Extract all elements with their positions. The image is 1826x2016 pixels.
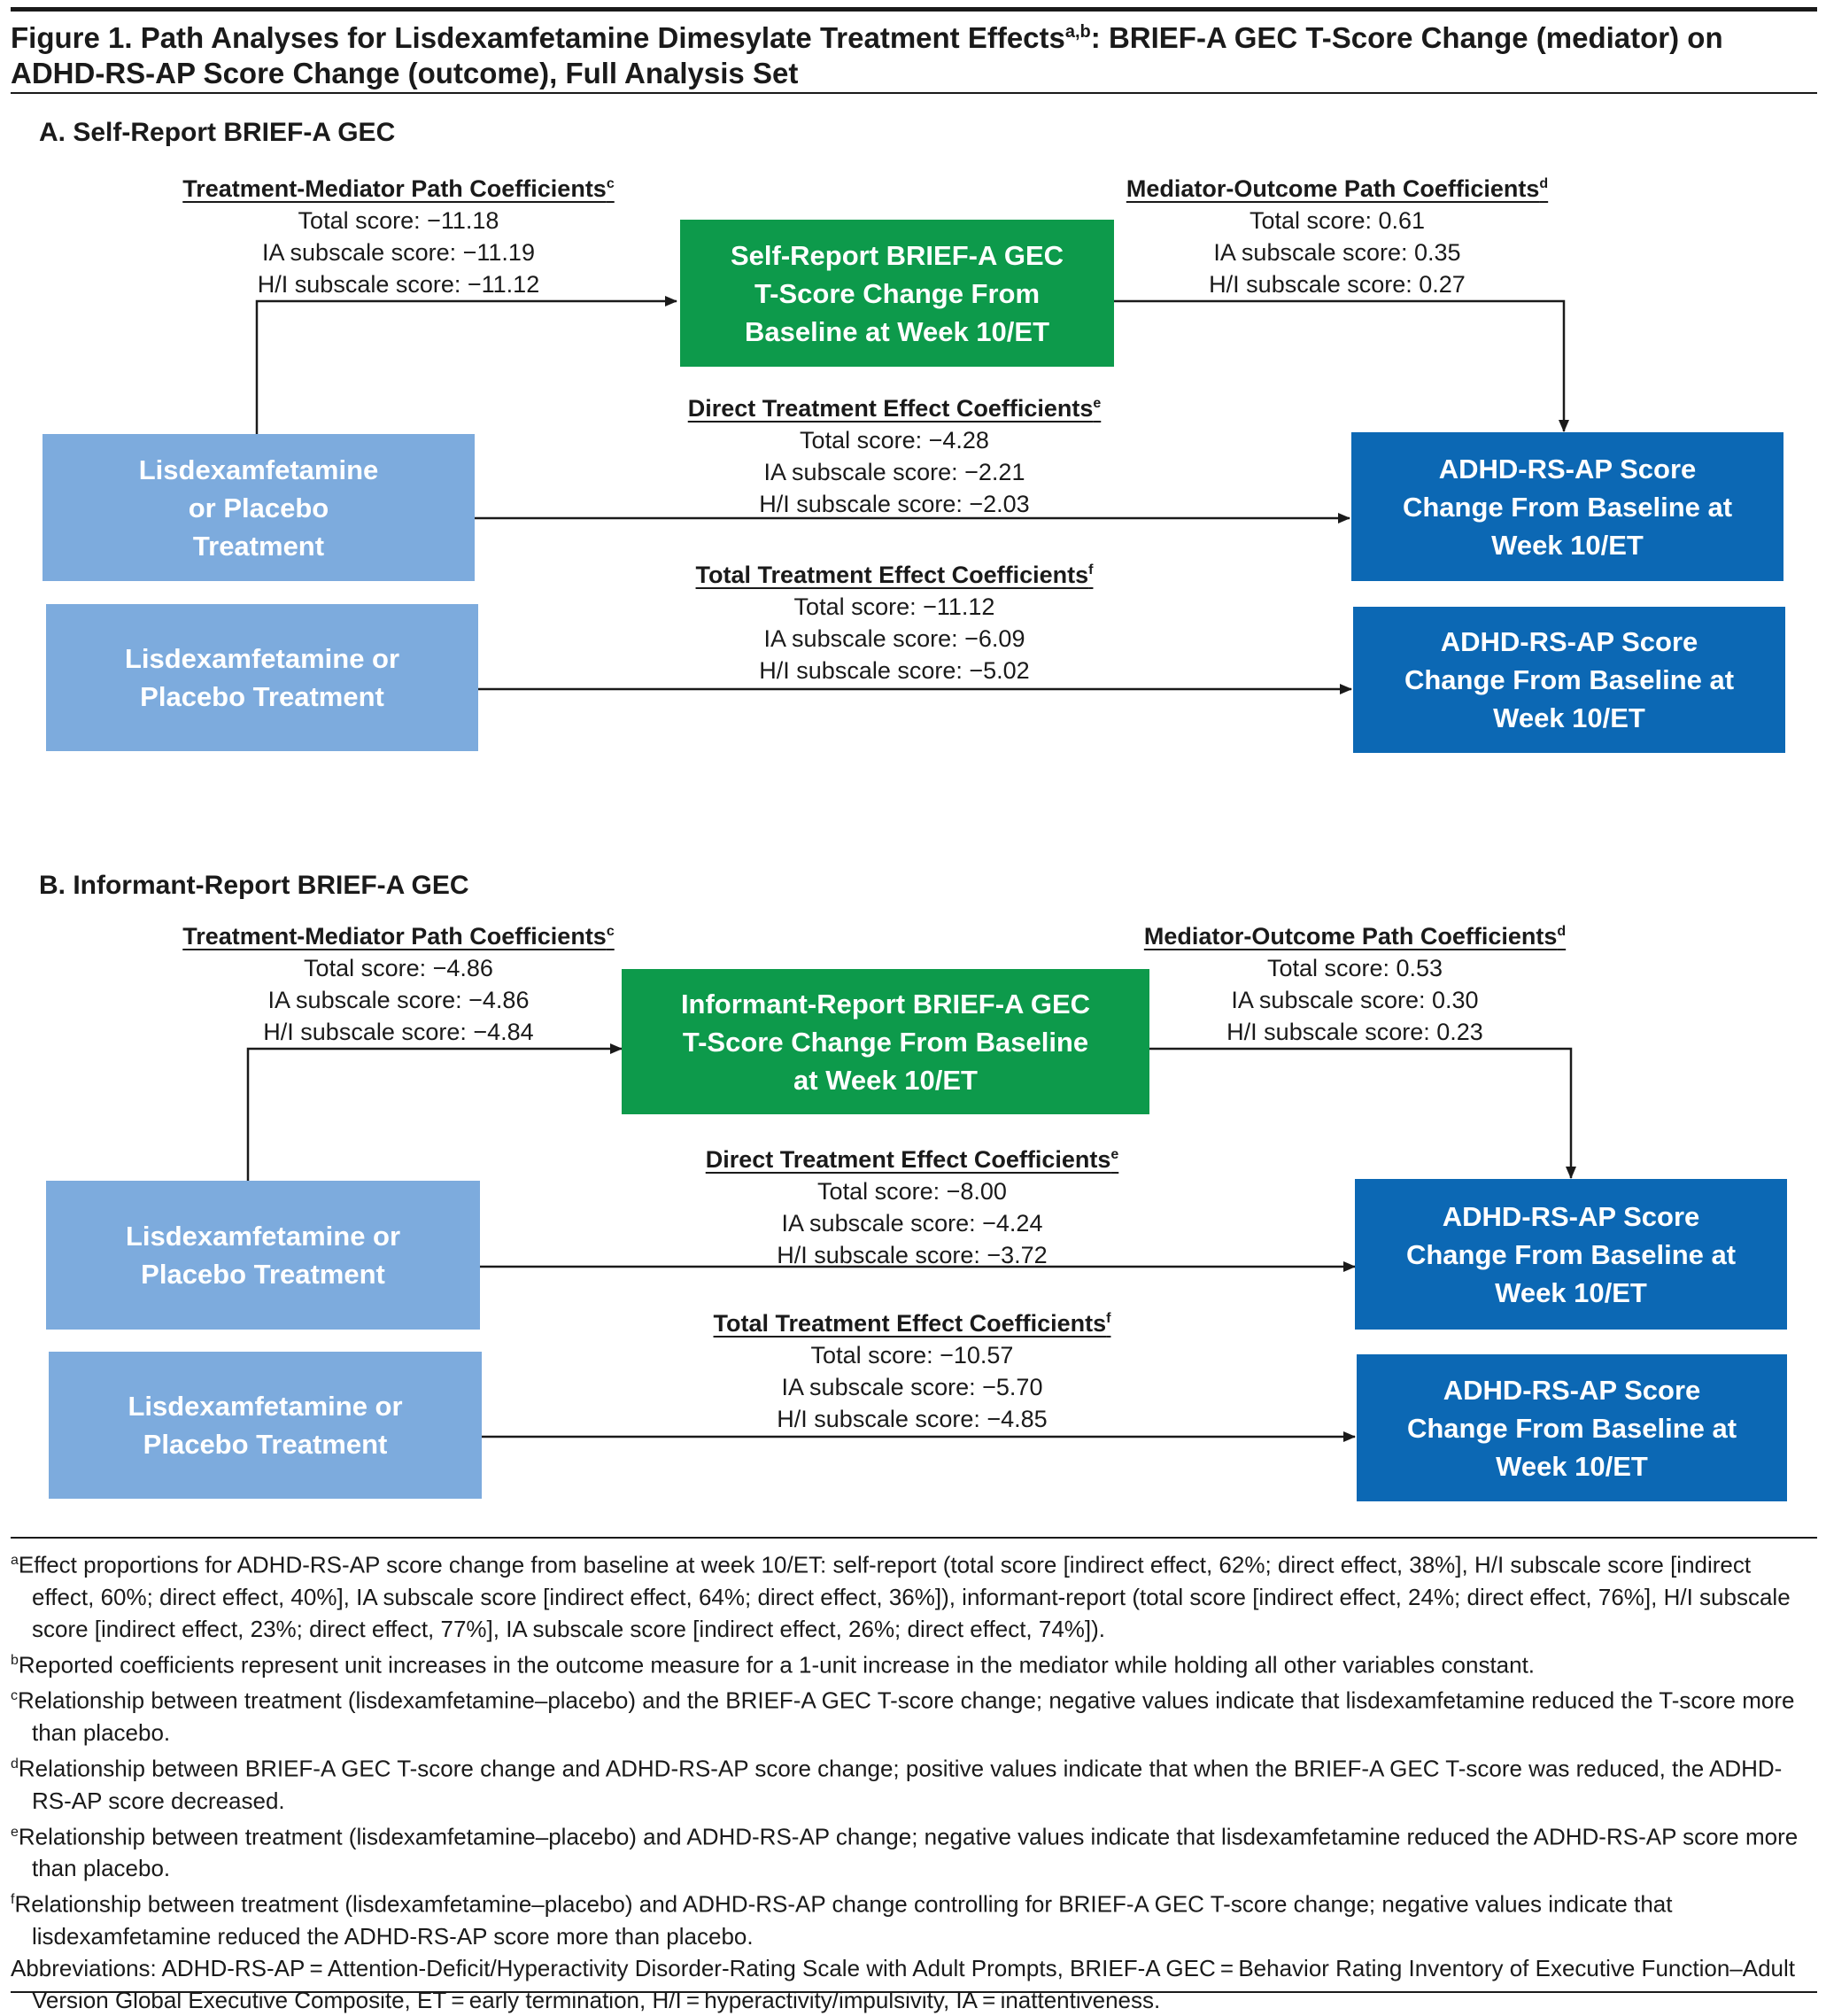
b-mediator-outcome-coefficients: Mediator-Outcome Path Coefficientsd Tota…	[1080, 916, 1629, 1048]
coef-line: Total score: −4.28	[800, 427, 989, 454]
a-direct-effect-coefficients: Direct Treatment Effect Coefficientse To…	[620, 388, 1169, 520]
coef-line: H/I subscale score: −5.02	[759, 657, 1030, 684]
coef-line: H/I subscale score: 0.23	[1226, 1019, 1483, 1045]
coef-line: IA subscale score: −4.24	[781, 1210, 1043, 1237]
coef-line: Total score: −11.18	[298, 207, 499, 234]
title-rule	[11, 92, 1817, 94]
coef-line: Total score: 0.61	[1249, 207, 1426, 234]
a-outcome-box-total: ADHD-RS-AP Score Change From Baseline at…	[1353, 607, 1785, 753]
bottom-rule	[11, 1991, 1817, 1993]
a-mediator-outcome-arrow	[1114, 299, 1569, 432]
coef-heading: Total Treatment Effect Coefficientsf	[695, 562, 1094, 588]
b-treatment-box-direct: Lisdexamfetamine or Placebo Treatment	[46, 1181, 480, 1330]
panel-b-title: B. Informant-Report BRIEF-A GEC	[39, 871, 469, 900]
coef-heading: Direct Treatment Effect Coefficientse	[705, 1146, 1119, 1173]
footnote-b: bReported coefficients represent unit in…	[11, 1651, 1536, 1679]
coef-line: IA subscale score: 0.35	[1213, 239, 1461, 266]
coef-line: IA subscale score: −6.09	[763, 625, 1025, 652]
b-treatment-mediator-arrow	[246, 1043, 623, 1181]
coef-heading: Direct Treatment Effect Coefficientse	[687, 395, 1102, 422]
footnote-f: fRelationship between treatment (lisdexa…	[11, 1890, 1673, 1950]
coef-heading: Total Treatment Effect Coefficientsf	[713, 1310, 1111, 1337]
coef-line: H/I subscale score: −11.12	[257, 271, 540, 298]
footnote-d: dRelationship between BRIEF-A GEC T-scor…	[11, 1755, 1783, 1814]
panel-a-title: A. Self-Report BRIEF-A GEC	[39, 118, 396, 147]
a-outcome-box-direct: ADHD-RS-AP Score Change From Baseline at…	[1351, 432, 1783, 581]
coef-line: Total score: −11.12	[793, 593, 995, 620]
b-total-effect-coefficients: Total Treatment Effect Coefficientsf Tot…	[638, 1303, 1187, 1435]
a-mediator-outcome-coefficients: Mediator-Outcome Path Coefficientsd Tota…	[1063, 168, 1612, 300]
footnote-rule	[11, 1537, 1817, 1539]
footnotes: aEffect proportions for ADHD-RS-AP score…	[11, 1545, 1817, 2016]
footnote-a: aEffect proportions for ADHD-RS-AP score…	[11, 1551, 1791, 1642]
coef-line: IA subscale score: −2.21	[763, 459, 1025, 485]
coef-line: H/I subscale score: −4.85	[777, 1406, 1048, 1432]
coef-line: Total score: −10.57	[810, 1342, 1014, 1369]
coef-line: IA subscale score: −4.86	[267, 987, 530, 1013]
b-mediator-outcome-arrow	[1149, 1047, 1576, 1179]
a-mediator-box: Self-Report BRIEF-A GEC T-Score Change F…	[680, 220, 1114, 367]
abbreviations: Abbreviations: ADHD-RS-AP = Attention-De…	[11, 1954, 1795, 2013]
b-direct-effect-coefficients: Direct Treatment Effect Coefficientse To…	[638, 1139, 1187, 1271]
b-mediator-box: Informant-Report BRIEF-A GEC T-Score Cha…	[622, 969, 1149, 1114]
coef-heading: Treatment-Mediator Path Coefficientsc	[182, 175, 615, 202]
coef-line: IA subscale score: −5.70	[781, 1374, 1043, 1400]
coef-line: H/I subscale score: −3.72	[777, 1242, 1048, 1268]
coef-heading: Mediator-Outcome Path Coefficientsd	[1126, 175, 1549, 202]
b-outcome-box-total: ADHD-RS-AP Score Change From Baseline at…	[1357, 1354, 1787, 1501]
a-treatment-mediator-coefficients: Treatment-Mediator Path Coefficientsc To…	[142, 168, 655, 300]
a-treatment-box-direct: Lisdexamfetamine or Placebo Treatment	[43, 434, 475, 581]
coef-line: IA subscale score: 0.30	[1231, 987, 1479, 1013]
top-rule	[11, 7, 1817, 12]
footnote-c: cRelationship between treatment (lisdexa…	[11, 1686, 1795, 1746]
coef-line: IA subscale score: −11.19	[262, 239, 535, 266]
coef-line: H/I subscale score: 0.27	[1209, 271, 1466, 298]
coef-heading: Mediator-Outcome Path Coefficientsd	[1143, 923, 1567, 950]
figure-title: Figure 1. Path Analyses for Lisdexamfeta…	[11, 21, 1723, 89]
coef-line: Total score: −4.86	[304, 955, 493, 981]
coef-line: Total score: 0.53	[1266, 955, 1443, 981]
a-total-effect-coefficients: Total Treatment Effect Coefficientsf Tot…	[620, 554, 1169, 686]
b-treatment-mediator-coefficients: Treatment-Mediator Path Coefficientsc To…	[142, 916, 655, 1048]
coef-line: Total score: −8.00	[817, 1178, 1007, 1205]
coef-heading: Treatment-Mediator Path Coefficientsc	[182, 923, 615, 950]
footnote-e: eRelationship between treatment (lisdexa…	[11, 1823, 1799, 1882]
b-outcome-box-direct: ADHD-RS-AP Score Change From Baseline at…	[1355, 1179, 1787, 1330]
coef-line: H/I subscale score: −4.84	[263, 1019, 534, 1045]
a-treatment-box-total: Lisdexamfetamine or Placebo Treatment	[46, 604, 478, 751]
a-treatment-mediator-arrow	[255, 296, 677, 434]
b-treatment-box-total: Lisdexamfetamine or Placebo Treatment	[49, 1352, 482, 1499]
coef-line: H/I subscale score: −2.03	[759, 491, 1030, 517]
